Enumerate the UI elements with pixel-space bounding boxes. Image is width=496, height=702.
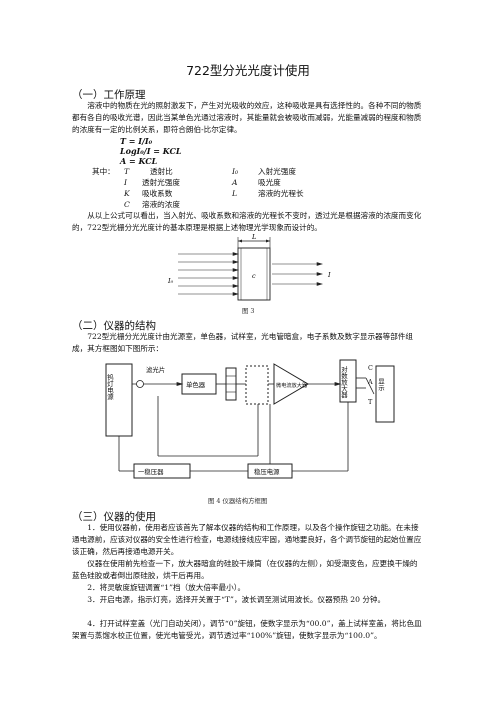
symbol: K: [124, 189, 130, 198]
figure-3-caption: 图 3: [242, 307, 255, 315]
fig4-stab-label: 稳压电源: [254, 467, 280, 476]
usage-item-3: 3．开启电源，指示灯亮，选择开关置于“T”，波长调至测试用波长。仪器预热 20 …: [87, 595, 386, 604]
page-title: 722型分光光度计使用: [186, 63, 310, 78]
structure-paragraph: 722型光栅分光光度计由光源室，单色器，试样室，光电管暗盒，电子系数及数字显示器…: [72, 332, 414, 353]
fig4-regulator-label: 一稳压器: [138, 467, 164, 476]
principle-paragraph: 溶液中的物质在光的照射激发下，产生对光吸收的效应，这种吸收是具有选择性的。各种不…: [72, 101, 422, 134]
symbol-desc: 溶液的浓度: [142, 200, 180, 209]
figure-4-caption: 图 4 仪器结构方框图: [208, 497, 268, 505]
symbol: I: [124, 178, 127, 187]
equation-log: LogI₀/I = KCL: [120, 146, 182, 156]
incident-light-arrows: [178, 252, 240, 296]
symbol-desc: 透射光强度: [142, 178, 180, 187]
fig4-display-label: 对数放大器: [340, 365, 348, 400]
fig4-amp-label: 微电流放大器: [276, 381, 308, 389]
fig4-digital-label: 显示: [377, 378, 385, 391]
fig4-switch-c: C: [368, 364, 373, 372]
fig4-filter-label: 滤光片: [146, 365, 165, 374]
equation-absorbance: A = KCL: [120, 156, 158, 166]
usage-item-1: 1．使用仪器前，使用者应该首先了解本仪器的结构和工作原理，以及各个操作旋钮之功能…: [72, 523, 422, 556]
symbol-desc: 吸光度: [258, 178, 281, 187]
symbol: T: [124, 167, 130, 176]
symbol: I₀: [232, 167, 239, 176]
symbol: L: [232, 189, 238, 198]
fig4-switch-a: A: [367, 378, 373, 386]
equation-transmittance: T = I/I₀: [120, 136, 153, 146]
section-heading-principle: （一）工作原理: [72, 89, 146, 101]
principle-paragraph-2: 从以上公式可以看出，当入射光、吸收系数和溶液的光程长不变时，透过光是根据溶液的浓…: [72, 211, 422, 232]
usage-item-4: 4．打开试样室盖（光门自动关闭），调节“0”旋钮，使数字显示为“00.0”，盖上…: [72, 619, 422, 640]
figure-3-diagram: L c I₀ I: [167, 234, 331, 301]
fig4-switch-t: T: [368, 398, 373, 406]
usage-item-2: 2．将灵敏度旋钮调置“1”档（放大倍率最小）。: [87, 583, 246, 592]
section-heading-structure: （二）仪器的结构: [72, 320, 156, 332]
section-heading-usage: （三）仪器的使用: [72, 511, 156, 523]
where-label: 其中：: [92, 167, 115, 176]
fig3-label-C: c: [252, 272, 256, 280]
symbol-desc: 溶液的光程长: [258, 189, 304, 198]
symbol-desc: 透射比: [150, 167, 173, 176]
symbol-desc: 入射光强度: [258, 167, 296, 176]
fig3-label-I0: I₀: [167, 277, 174, 285]
fig3-label-L: L: [251, 234, 256, 241]
fig4-lamp-label: 钨灯电源: [106, 373, 114, 401]
symbol: A: [232, 178, 238, 187]
symbol: C: [124, 200, 130, 209]
symbol-desc: 吸收系数: [142, 189, 173, 198]
transmitted-light-arrows: [272, 262, 324, 286]
fig4-mono-label: 单色器: [186, 380, 206, 389]
figure-4-block-diagram: 钨灯电源 滤光片 单色器 微电流放大器 对数放大器 C A T 显示 一稳压器 …: [105, 359, 395, 479]
usage-item-note: 仪器在使用前先检查一下，放大器暗盒的硅胶干燥筒（在仪器的左侧），如受潮变色，应更…: [72, 559, 418, 580]
fig3-label-I: I: [327, 271, 331, 279]
